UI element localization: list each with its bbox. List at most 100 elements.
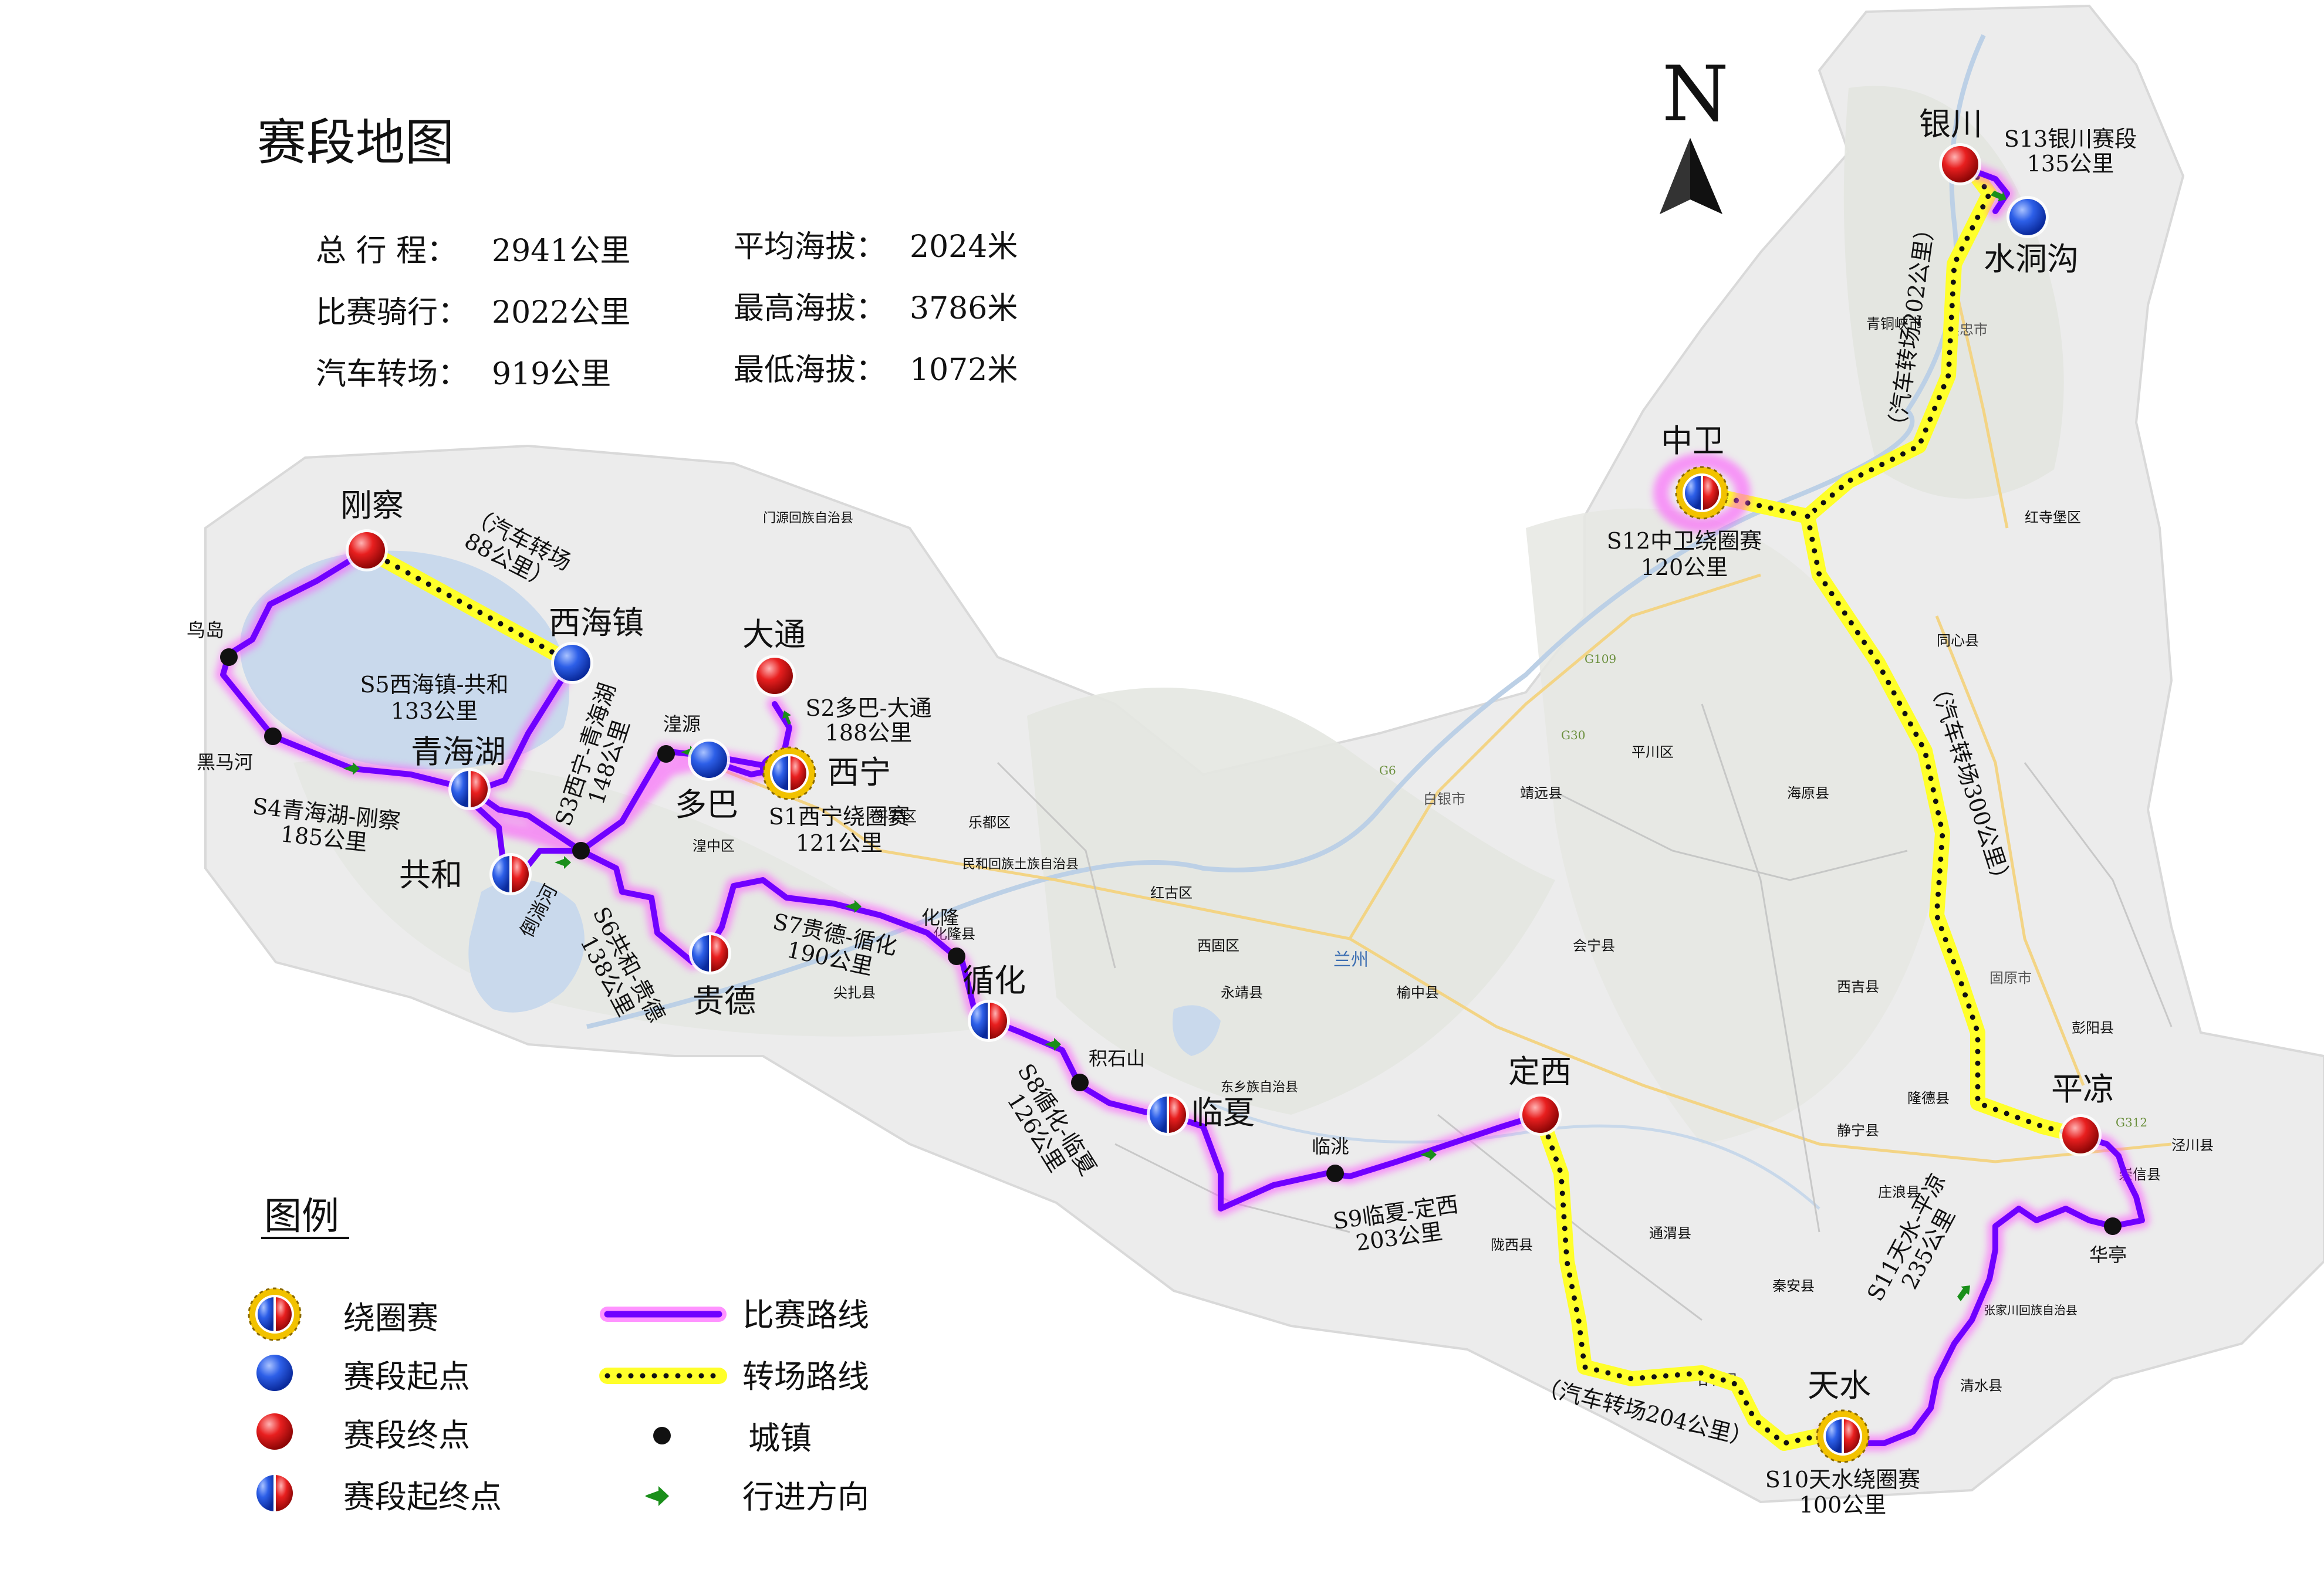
route-s7-guide-xunhua: [701, 877, 995, 1024]
town-huangyuan: [657, 745, 675, 763]
stat-transfer-value: 919公里: [492, 357, 611, 392]
stat-total-label: 总 行 程：: [316, 234, 457, 269]
qinan-label: 秦安县: [1772, 1278, 1815, 1294]
stat-race-label: 比赛骑行：: [316, 295, 468, 330]
transfer-dingxi-tianshui: [1533, 1107, 1833, 1451]
label-niaodao: 鸟岛: [187, 619, 224, 641]
stage-s5-distance: 133公里: [391, 698, 478, 724]
north-label: N: [1662, 49, 1729, 138]
jingchuan-label: 泾川县: [2171, 1137, 2214, 1153]
stage-s10-distance: 100公里: [1799, 1492, 1887, 1518]
legend-race-route-label: 比赛路线: [742, 1297, 869, 1334]
transfer-zhongwei-yinchuan: [1694, 163, 1997, 524]
legend-direction-icon: [646, 1486, 669, 1506]
xigu-label: 西固区: [1197, 938, 1239, 954]
legend-start-finish-icon: [252, 1471, 297, 1515]
label-pingliang: 平凉: [2051, 1071, 2114, 1108]
menyuan-label: 门源回族自治县: [763, 511, 853, 526]
town-lintao: [1326, 1165, 1344, 1182]
label-datong: 大通: [742, 616, 806, 653]
stage-s2-distance: 188公里: [825, 720, 913, 746]
marker-linxia: [1146, 1092, 1190, 1137]
stat-min-alt-label: 最低海拔：: [734, 353, 886, 388]
marker-gangcha: [346, 529, 388, 571]
label-tianshui: 天水: [1808, 1367, 1871, 1404]
header-block: 赛段地图 总 行 程： 2941公里 比赛骑行： 2022公里 汽车转场： 91…: [257, 114, 1018, 392]
minhe-label: 民和回族土族自治县: [962, 857, 1079, 872]
longde-label: 隆德县: [1907, 1090, 1950, 1107]
transfer-gangcha-xihaizhen: [359, 543, 580, 671]
stat-race-value: 2022公里: [492, 295, 630, 330]
g312-label: G312: [2116, 1115, 2147, 1129]
honggu-label: 红古区: [1150, 885, 1193, 901]
town-huating: [2104, 1217, 2122, 1235]
stage-s1-name: S1西宁绕圈赛: [769, 804, 910, 830]
legend-circuit-icon: [248, 1287, 302, 1341]
marker-xining: [762, 746, 816, 800]
marker-datong: [754, 655, 796, 697]
legend-town-label: 城镇: [748, 1420, 812, 1457]
stage-s2-name: S2多巴-大通: [805, 695, 931, 721]
label-zhongwei: 中卫: [1661, 422, 1724, 459]
huining-label: 会宁县: [1573, 938, 1615, 954]
baiyin-label: 白银市: [1423, 791, 1465, 807]
stat-transfer-label: 汽车转场：: [316, 357, 468, 392]
basemap-labels: 兰州 白银市 吴忠市 固原市 G6 G30 G109 G312 海原县 西吉县 …: [693, 316, 2214, 1394]
town-jishishan: [1071, 1074, 1089, 1091]
town-daotanghe: [572, 842, 590, 860]
route-s13-yinchuan: [1969, 167, 2010, 214]
haiyuan-label: 海原县: [1787, 785, 1829, 801]
dongxiang-label: 东乡族自治县: [1221, 1080, 1298, 1095]
label-lintao: 临洮: [1312, 1135, 1349, 1158]
race-routes: [215, 163, 2150, 1451]
stage-s13-distance: 135公里: [2027, 151, 2114, 177]
g109-label: G109: [1585, 652, 1616, 666]
legend-start-label: 赛段起点: [343, 1358, 470, 1395]
stat-max-alt-value: 3786米: [910, 291, 1018, 326]
legend-start-finish-label: 赛段起终点: [343, 1478, 502, 1515]
jingyuan-label: 靖远县: [1520, 785, 1562, 801]
legend-circuit-label: 绕圈赛: [343, 1300, 438, 1336]
map-title: 赛段地图: [257, 114, 454, 171]
label-dingxi: 定西: [1508, 1053, 1572, 1090]
stat-max-alt-label: 最高海拔：: [734, 291, 886, 326]
label-gangcha: 刚察: [340, 487, 404, 524]
label-huangyuan: 湟源: [663, 713, 701, 735]
north-arrow: N: [1660, 49, 1729, 214]
liujiaxia-reservoir: [1173, 1005, 1221, 1056]
stage-s12-name: S12中卫绕圈赛: [1607, 528, 1762, 554]
markers: [220, 143, 2122, 1463]
legend: 图例 绕圈赛 赛段起点 赛段终点 赛段起终点 比赛路线 转场路线 城镇 行进方向: [248, 1195, 869, 1515]
stage-s12-distance: 120公里: [1641, 554, 1728, 580]
marker-xihaizhen: [551, 642, 593, 684]
ping-an-label: 平安区: [874, 808, 917, 825]
stage-s10-name: S10天水绕圈赛: [1765, 1467, 1920, 1493]
marker-gonghe: [488, 852, 533, 896]
guyuan-label: 固原市: [1989, 970, 2032, 986]
marker-shuidonggou: [2007, 196, 2049, 238]
qingshui-label: 清水县: [1960, 1378, 2002, 1394]
label-huating: 华亭: [2089, 1244, 2127, 1266]
qingtongxia-label: 青铜峡市: [1866, 316, 1923, 332]
town-niaodao: [220, 648, 238, 666]
town-hualong: [948, 948, 965, 965]
label-gonghe: 共和: [399, 857, 462, 894]
town-heimahe: [264, 728, 282, 745]
city-labels: 刚察 西海镇 青海湖 共和 贵德 循化 临夏 定西 大通 西宁 多巴 中卫 天水…: [187, 106, 2127, 1404]
marker-dingxi: [1519, 1094, 1562, 1136]
stage-s13-name: S13银川赛段: [2004, 126, 2137, 152]
route-s11-tianshui-pingliang: [1822, 1132, 2145, 1446]
legend-town-icon: [653, 1427, 671, 1444]
hongsibao-label: 红寺堡区: [2025, 509, 2081, 526]
lanzhou-label: 兰州: [1333, 950, 1369, 970]
legend-transfer-route-label: 转场路线: [742, 1358, 869, 1395]
longxi-label: 陇西县: [1491, 1237, 1533, 1253]
g6-label: G6: [1379, 763, 1396, 777]
stage-s1-distance: 121公里: [796, 830, 883, 856]
yongjing-label: 永靖县: [1221, 984, 1263, 1001]
label-hualong: 化隆: [921, 906, 959, 929]
marker-pingliang: [2059, 1114, 2102, 1156]
marker-guide: [688, 931, 732, 976]
legend-title: 图例: [264, 1195, 339, 1239]
